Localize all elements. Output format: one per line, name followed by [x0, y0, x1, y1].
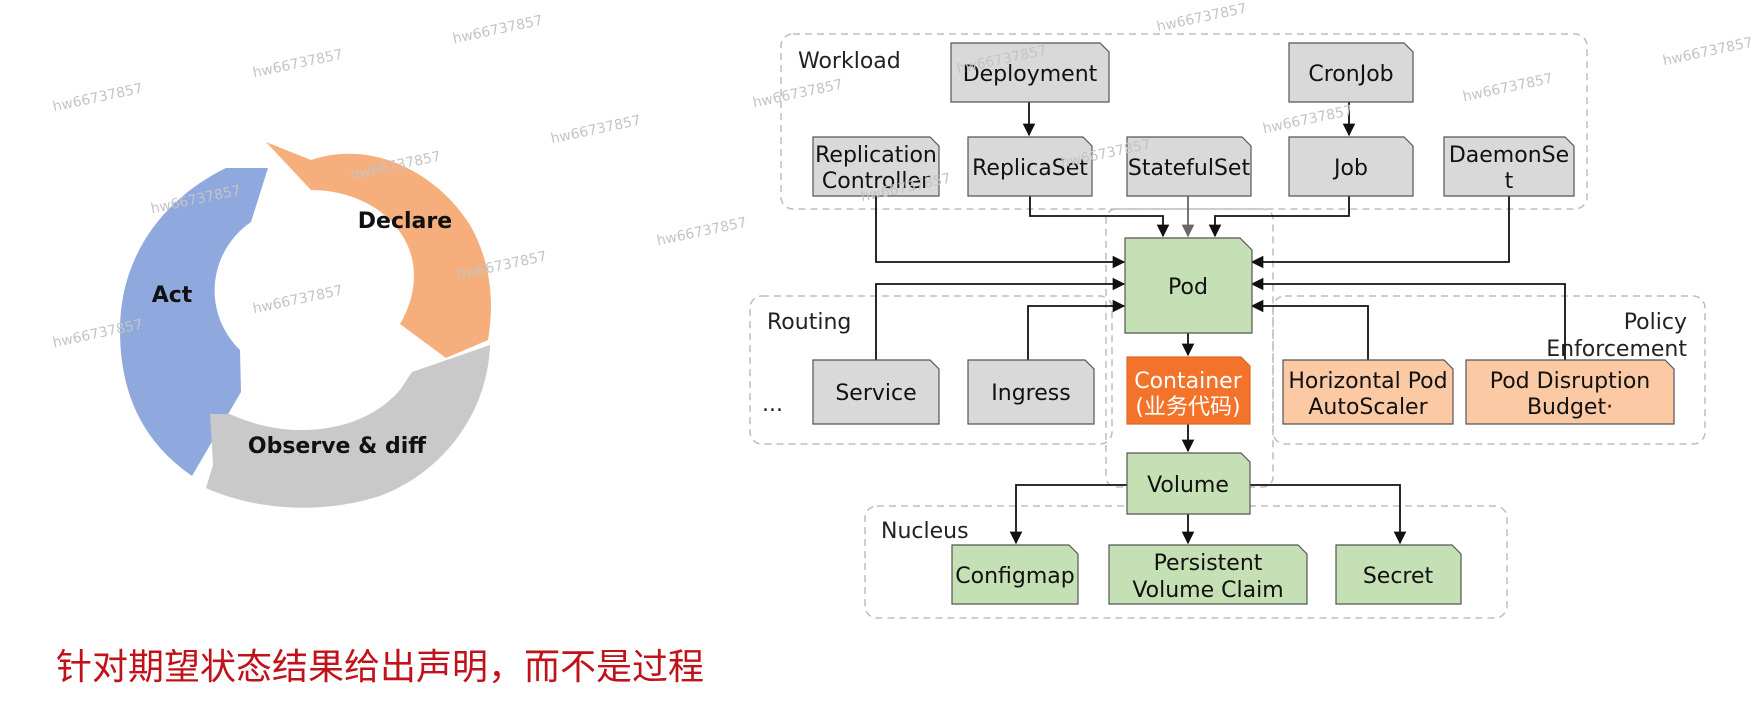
- node-box-configmap: [951, 544, 1079, 605]
- cycle-label-observe: Observe & diff: [248, 434, 427, 459]
- node-label-cronjob: CronJob: [1308, 62, 1393, 87]
- node-label-pvc-line2: Volume Claim: [1132, 578, 1283, 603]
- edge-service-pod: [875, 277, 1126, 360]
- group-label-workload: Workload: [798, 49, 901, 74]
- node-box-ingress: [967, 359, 1095, 425]
- node-label-secret: Secret: [1363, 564, 1434, 589]
- group-label-nucleus: Nucleus: [881, 519, 969, 544]
- edge-replication-pod: [875, 196, 1126, 269]
- node-label-volume: Volume: [1147, 473, 1229, 498]
- cycle-label-act: Act: [152, 283, 193, 308]
- node-label-hpa-line2: AutoScaler: [1308, 395, 1428, 420]
- node-label-job: Job: [1332, 156, 1368, 181]
- edge-ingress-pod: [1027, 299, 1126, 360]
- node-box-pvc: [1108, 544, 1308, 605]
- node-box-hpa: [1282, 359, 1454, 425]
- edge-daemonset-pod: [1250, 196, 1510, 269]
- node-label-daemonset-line2: t: [1505, 169, 1514, 194]
- node-box-job: [1288, 136, 1414, 197]
- cycle-label-declare: Declare: [358, 209, 452, 234]
- node-box-cronjob: [1288, 42, 1414, 103]
- group-frame-routing: [749, 295, 1113, 445]
- node-label-ingress: Ingress: [991, 381, 1070, 406]
- edge-hpa-pod: [1250, 299, 1369, 360]
- node-box-replication: [812, 136, 940, 197]
- node-label-daemonset-line1: DaemonSe: [1449, 143, 1569, 168]
- node-box-volume: [1126, 452, 1251, 515]
- node-label-service: Service: [835, 381, 916, 406]
- group-frame-workload: [780, 33, 1588, 210]
- reconcile-cycle: Declare Act Observe & diff: [120, 142, 491, 508]
- node-label-container-line2: (业务代码): [1135, 395, 1240, 420]
- group-label-routing: Routing: [767, 310, 851, 335]
- cycle-segment-act: [120, 168, 268, 476]
- node-box-container: [1126, 356, 1251, 425]
- node-box-statefulset: [1126, 136, 1252, 197]
- node-box-pdb: [1465, 359, 1675, 425]
- edge-replicaset-pod: [1029, 196, 1170, 238]
- node-label-replication-line2: Controller: [822, 169, 931, 194]
- node-box-service: [812, 359, 940, 425]
- node-label-replicaset: ReplicaSet: [972, 156, 1088, 181]
- node-box-pod: [1124, 237, 1253, 334]
- node-label-configmap: Configmap: [955, 564, 1074, 589]
- group-label-routing-more: ...: [762, 392, 783, 417]
- node-label-pdb-line1: Pod Disruption: [1490, 369, 1651, 394]
- node-label-pdb-line2: Budget·: [1527, 395, 1613, 420]
- node-box-secret: [1335, 544, 1462, 605]
- node-label-statefulset: StatefulSet: [1128, 156, 1251, 181]
- node-label-deployment: Deployment: [963, 62, 1098, 87]
- node-label-replication-line1: Replication: [815, 143, 937, 168]
- group-label-policy-line1: Policy: [1624, 310, 1687, 335]
- node-box-daemonset: [1443, 136, 1575, 197]
- node-label-pvc-line1: Persistent: [1154, 551, 1263, 576]
- edge-volume-configmap: [1009, 484, 1127, 545]
- node-label-container-line1: Container: [1134, 369, 1242, 394]
- node-box-replicaset: [967, 136, 1093, 197]
- slide-caption: 针对期望状态结果给出声明，而不是过程: [56, 647, 705, 688]
- edge-job-pod: [1208, 196, 1350, 238]
- edge-volume-secret: [1250, 484, 1407, 545]
- group-label-policy-line2: Enforcement: [1546, 337, 1687, 362]
- node-box-deployment: [950, 42, 1110, 103]
- cycle-segment-declare: [266, 142, 491, 358]
- node-label-hpa-line1: Horizontal Pod: [1288, 369, 1447, 394]
- edge-pdb-pod: [1250, 277, 1566, 360]
- node-label-pod: Pod: [1168, 275, 1208, 300]
- cycle-segment-observe: [206, 345, 490, 508]
